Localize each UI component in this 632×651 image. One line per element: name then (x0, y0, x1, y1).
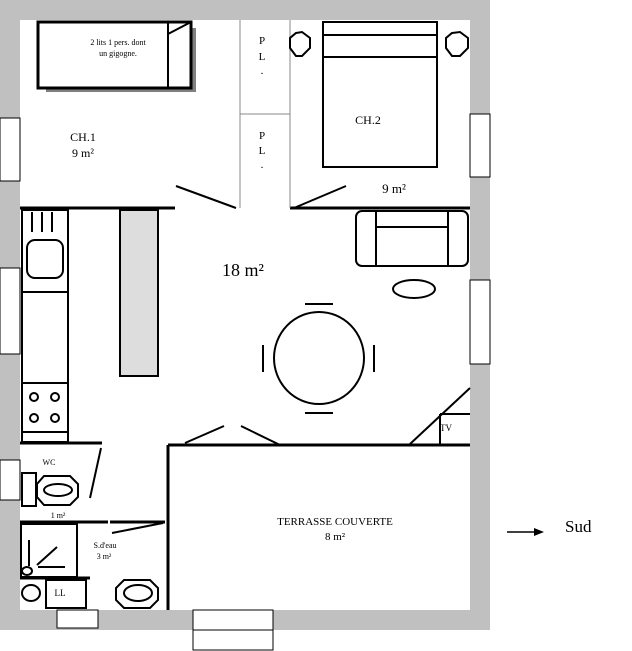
dining-table (262, 303, 375, 414)
svg-text:.: . (261, 65, 264, 77)
sofa (355, 210, 469, 299)
ll-label: LL (55, 588, 66, 598)
sdeau-name: S.d'eau (94, 541, 117, 550)
tv-label: TV (440, 423, 452, 433)
placards: P L . P L . (259, 35, 266, 171)
svg-text:L: L (259, 51, 266, 63)
windows (0, 113, 491, 651)
svg-text:P: P (259, 35, 265, 47)
kitchen-counter (21, 209, 69, 443)
closet-walls (239, 20, 291, 208)
ch2-name: CH.2 (355, 113, 381, 127)
svg-text:.: . (261, 159, 264, 171)
bed-ch1 (36, 20, 193, 90)
south-arrow-icon (507, 528, 544, 536)
toilet (21, 472, 79, 507)
svg-text:P: P (259, 130, 265, 142)
ch1-area: 9 m² (72, 146, 94, 160)
doors (89, 185, 471, 534)
living-area: 18 m² (222, 260, 264, 280)
bed-note-2: un gigogne. (99, 49, 137, 58)
brick-column (119, 209, 159, 377)
sdeau-area: 3 m² (97, 552, 112, 561)
terrace-name: TERRASSE COUVERTE (277, 516, 393, 528)
wc-label: WC (43, 458, 56, 467)
ch2-area: 9 m² (382, 181, 406, 196)
svg-text:L: L (259, 145, 266, 157)
shower (20, 523, 159, 609)
bed-note-1: 2 lits 1 pers. dont (90, 38, 146, 47)
south-label: Sud (565, 517, 592, 536)
terrace-area: 8 m² (325, 531, 346, 543)
wc-area: 1 m² (51, 511, 66, 520)
bed-ch2 (289, 21, 469, 168)
ch1-name: CH.1 (70, 130, 96, 144)
